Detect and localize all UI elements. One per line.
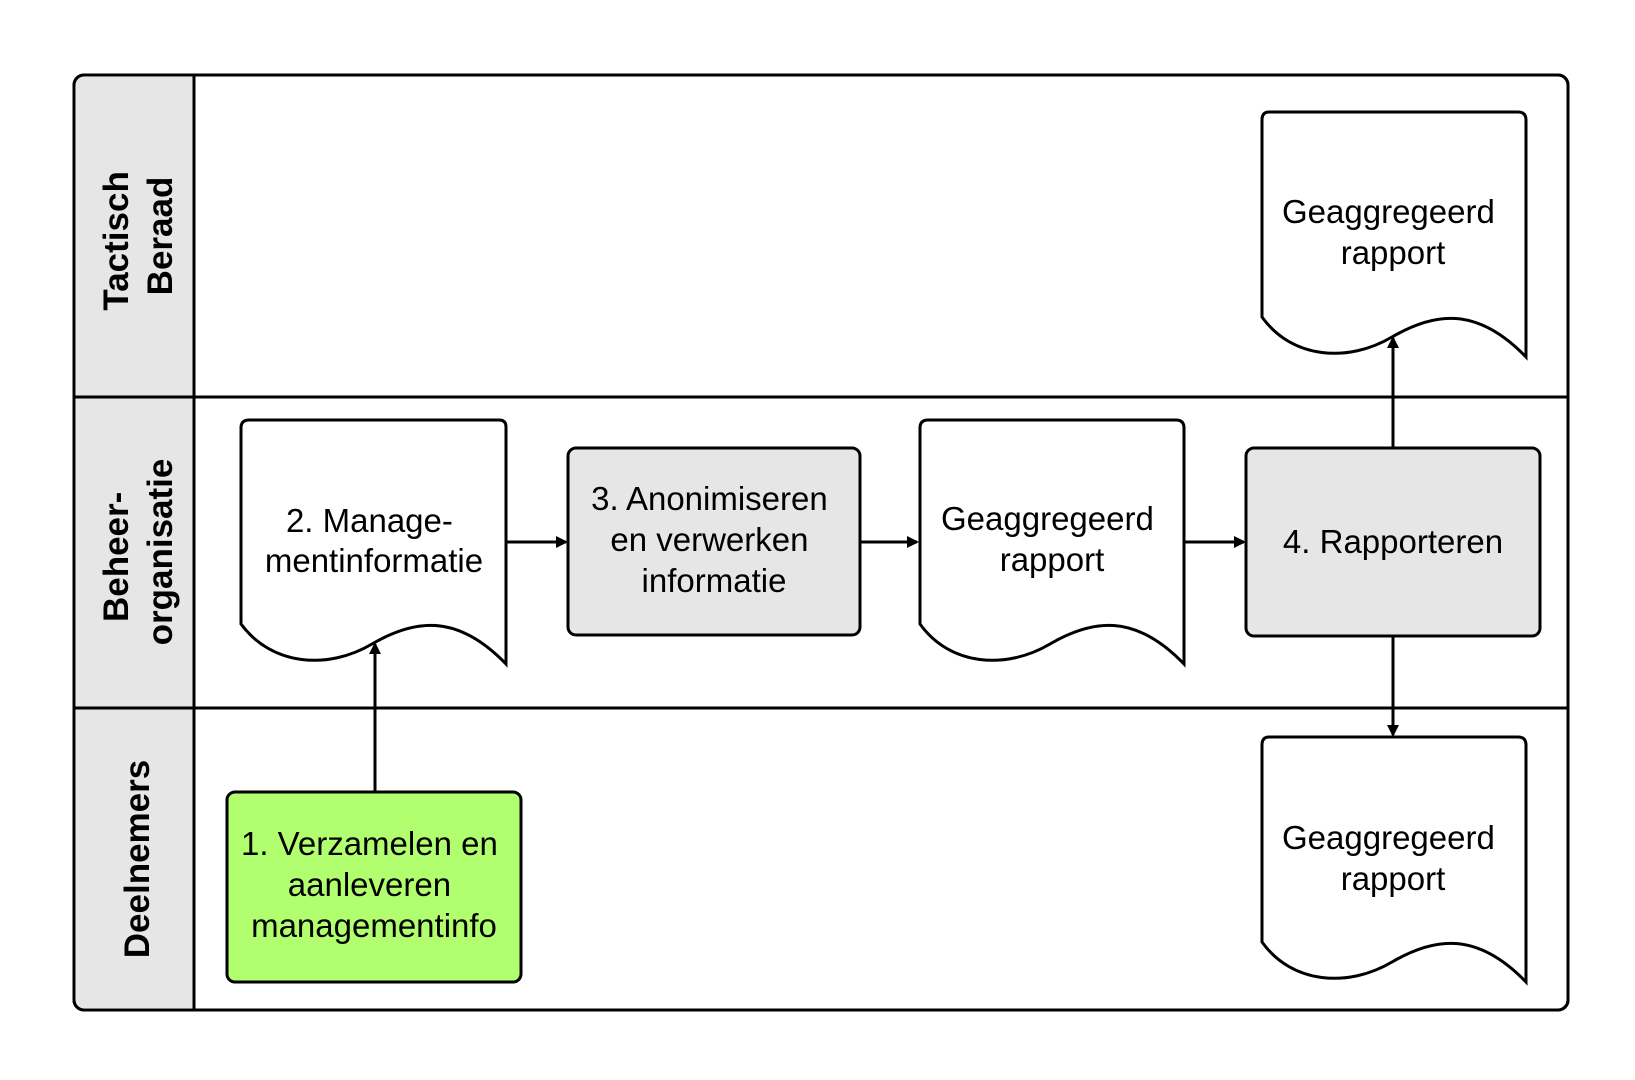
- lane-title-tactisch: Tactisch Beraad: [97, 161, 180, 310]
- step1-label-line: aanleveren: [288, 866, 451, 903]
- pool-frame-outline: [72, 73, 1570, 1012]
- step1-process: 1. Verzamelen en aanleveren managementin…: [225, 790, 523, 984]
- step3-box: [566, 446, 862, 637]
- report-mid-shape: [918, 418, 1186, 668]
- step4-process: 4. Rapporteren: [1244, 446, 1542, 638]
- lane-title-line: Beraad: [141, 177, 180, 296]
- report-top-label-line: rapport: [1341, 234, 1446, 271]
- lane-title-line: Deelnemers: [118, 760, 157, 958]
- step3-label: 3. Anonimiseren en verwerken informatie: [591, 480, 837, 599]
- lane-title-deelnemers: Deelnemers: [118, 760, 157, 958]
- step2-document: 2. Manage- mentinformatie: [239, 418, 508, 668]
- lane-title-line: Tactisch: [97, 171, 136, 310]
- report-mid-label-line: Geaggregeerd: [941, 500, 1154, 537]
- lane-title-line: Beheer-: [97, 492, 136, 622]
- step2-label-line: 2. Manage-: [286, 502, 453, 539]
- step1-label-line: 1. Verzamelen en: [241, 825, 498, 862]
- report-top-shape: [1260, 110, 1528, 361]
- report-top-label-line: Geaggregeerd: [1282, 193, 1495, 230]
- step4-box: [1244, 446, 1542, 638]
- step3-label-line: 3. Anonimiseren: [591, 480, 828, 517]
- step4-label-line: 4. Rapporteren: [1283, 523, 1503, 560]
- step2-label: 2. Manage- mentinformatie: [265, 502, 483, 579]
- step2-shape: [239, 418, 508, 668]
- step2-label-line: mentinformatie: [265, 542, 483, 579]
- step4-label: 4. Rapporteren: [1283, 523, 1503, 560]
- report-bottom-label-line: Geaggregeerd: [1282, 819, 1495, 856]
- report-bottom-shape: [1260, 735, 1528, 986]
- step1-box: [225, 790, 523, 984]
- report-mid-label-line: rapport: [1000, 541, 1105, 578]
- report-bottom-label-line: rapport: [1341, 860, 1446, 897]
- step1-label: 1. Verzamelen en aanleveren managementin…: [241, 825, 507, 944]
- report-mid-label: Geaggregeerd rapport: [941, 500, 1163, 578]
- step3-label-line: informatie: [642, 562, 787, 599]
- connectors: [369, 336, 1399, 791]
- lane-title-line: organisatie: [141, 459, 180, 646]
- lane-header-column: [76, 77, 194, 1008]
- report-mid-document: Geaggregeerd rapport: [918, 418, 1186, 668]
- step3-process: 3. Anonimiseren en verwerken informatie: [566, 446, 862, 637]
- report-top-label: Geaggregeerd rapport: [1282, 193, 1504, 271]
- step1-label-line: managementinfo: [251, 907, 497, 944]
- lane-title-beheer: Beheer- organisatie: [97, 459, 180, 646]
- report-bottom-document: Geaggregeerd rapport: [1260, 735, 1528, 986]
- report-top-document: Geaggregeerd rapport: [1260, 110, 1528, 361]
- report-bottom-label: Geaggregeerd rapport: [1282, 819, 1504, 897]
- step3-label-line: en verwerken: [610, 521, 808, 558]
